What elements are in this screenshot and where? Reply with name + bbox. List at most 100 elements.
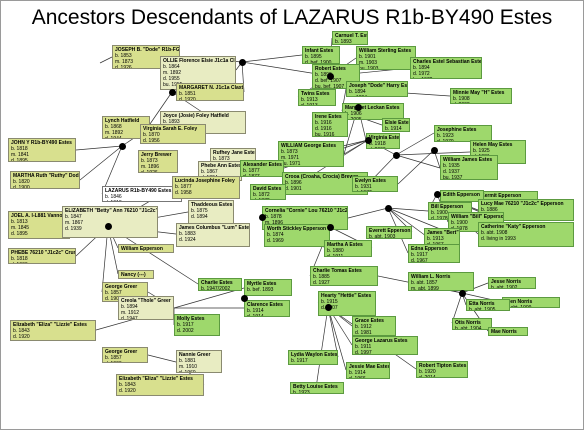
person-date: b. bef. 1893	[247, 287, 274, 293]
person-date: d. 1969	[179, 370, 196, 373]
person-name: William James Estes	[443, 157, 493, 163]
person-node[interactable]: ELIZABETH "Betty" Ann 76210 "J1c2c" Vann…	[62, 206, 158, 238]
person-date: b. 1881	[179, 358, 196, 364]
person-node[interactable]: Nancy (---)	[118, 270, 154, 279]
person-name: George Lazarus Estes	[355, 338, 408, 344]
person-date: d. 1894	[191, 214, 208, 220]
person-name: Jessie Mae Estes	[349, 364, 390, 370]
person-name: Nancy (---)	[121, 272, 146, 278]
person-date: d. 1966	[349, 376, 366, 379]
person-name: Alexander Estes	[243, 162, 282, 168]
person-name: Elizabeth "Eliza" "Lizzie" Estes	[13, 322, 87, 328]
person-date: bu. 1916	[315, 132, 335, 137]
person-date: d. 1978	[431, 216, 448, 220]
family-junction-dot	[326, 72, 334, 80]
person-date: d. 1917	[291, 364, 335, 365]
person-node[interactable]: Mae Norris	[488, 327, 528, 336]
person-node[interactable]: Edith Epperson	[440, 190, 484, 202]
person-date: b. 1898	[315, 72, 332, 78]
person-date: b. 1917	[291, 358, 308, 364]
person-node[interactable]: PHEBE 76210 "J1c2c" Crumleyb. 1818d. 190…	[8, 248, 76, 264]
person-date: b. 1857	[105, 290, 122, 296]
person-date: d. 1958	[175, 190, 192, 196]
person-date: b. 1893	[335, 39, 352, 45]
edge-line	[397, 149, 435, 185]
person-date: b. 1880	[327, 248, 344, 254]
person-date: b. 1853	[115, 53, 132, 59]
person-name: Jesse Norris	[491, 279, 522, 285]
family-junction-dot	[364, 136, 372, 144]
person-date: b. 1873	[141, 158, 158, 164]
person-name: Molly Estes	[177, 316, 205, 322]
person-date: d. 1877	[243, 174, 260, 177]
person-date: b. 1901	[359, 54, 376, 60]
person-name: Creola "Thole" Greer	[121, 298, 171, 304]
person-date: b. 1900	[431, 210, 448, 216]
edge-line	[461, 282, 489, 294]
person-date: bu. 1972	[413, 77, 479, 78]
person-date: d. bef. 1900	[305, 60, 332, 64]
person-node[interactable]: William Epperson	[118, 244, 174, 253]
person-date: b. 1851	[179, 91, 196, 97]
person-name: David Estes	[253, 186, 282, 192]
person-date: b. 1885	[313, 274, 330, 280]
person-date: b. 1877	[175, 184, 192, 190]
